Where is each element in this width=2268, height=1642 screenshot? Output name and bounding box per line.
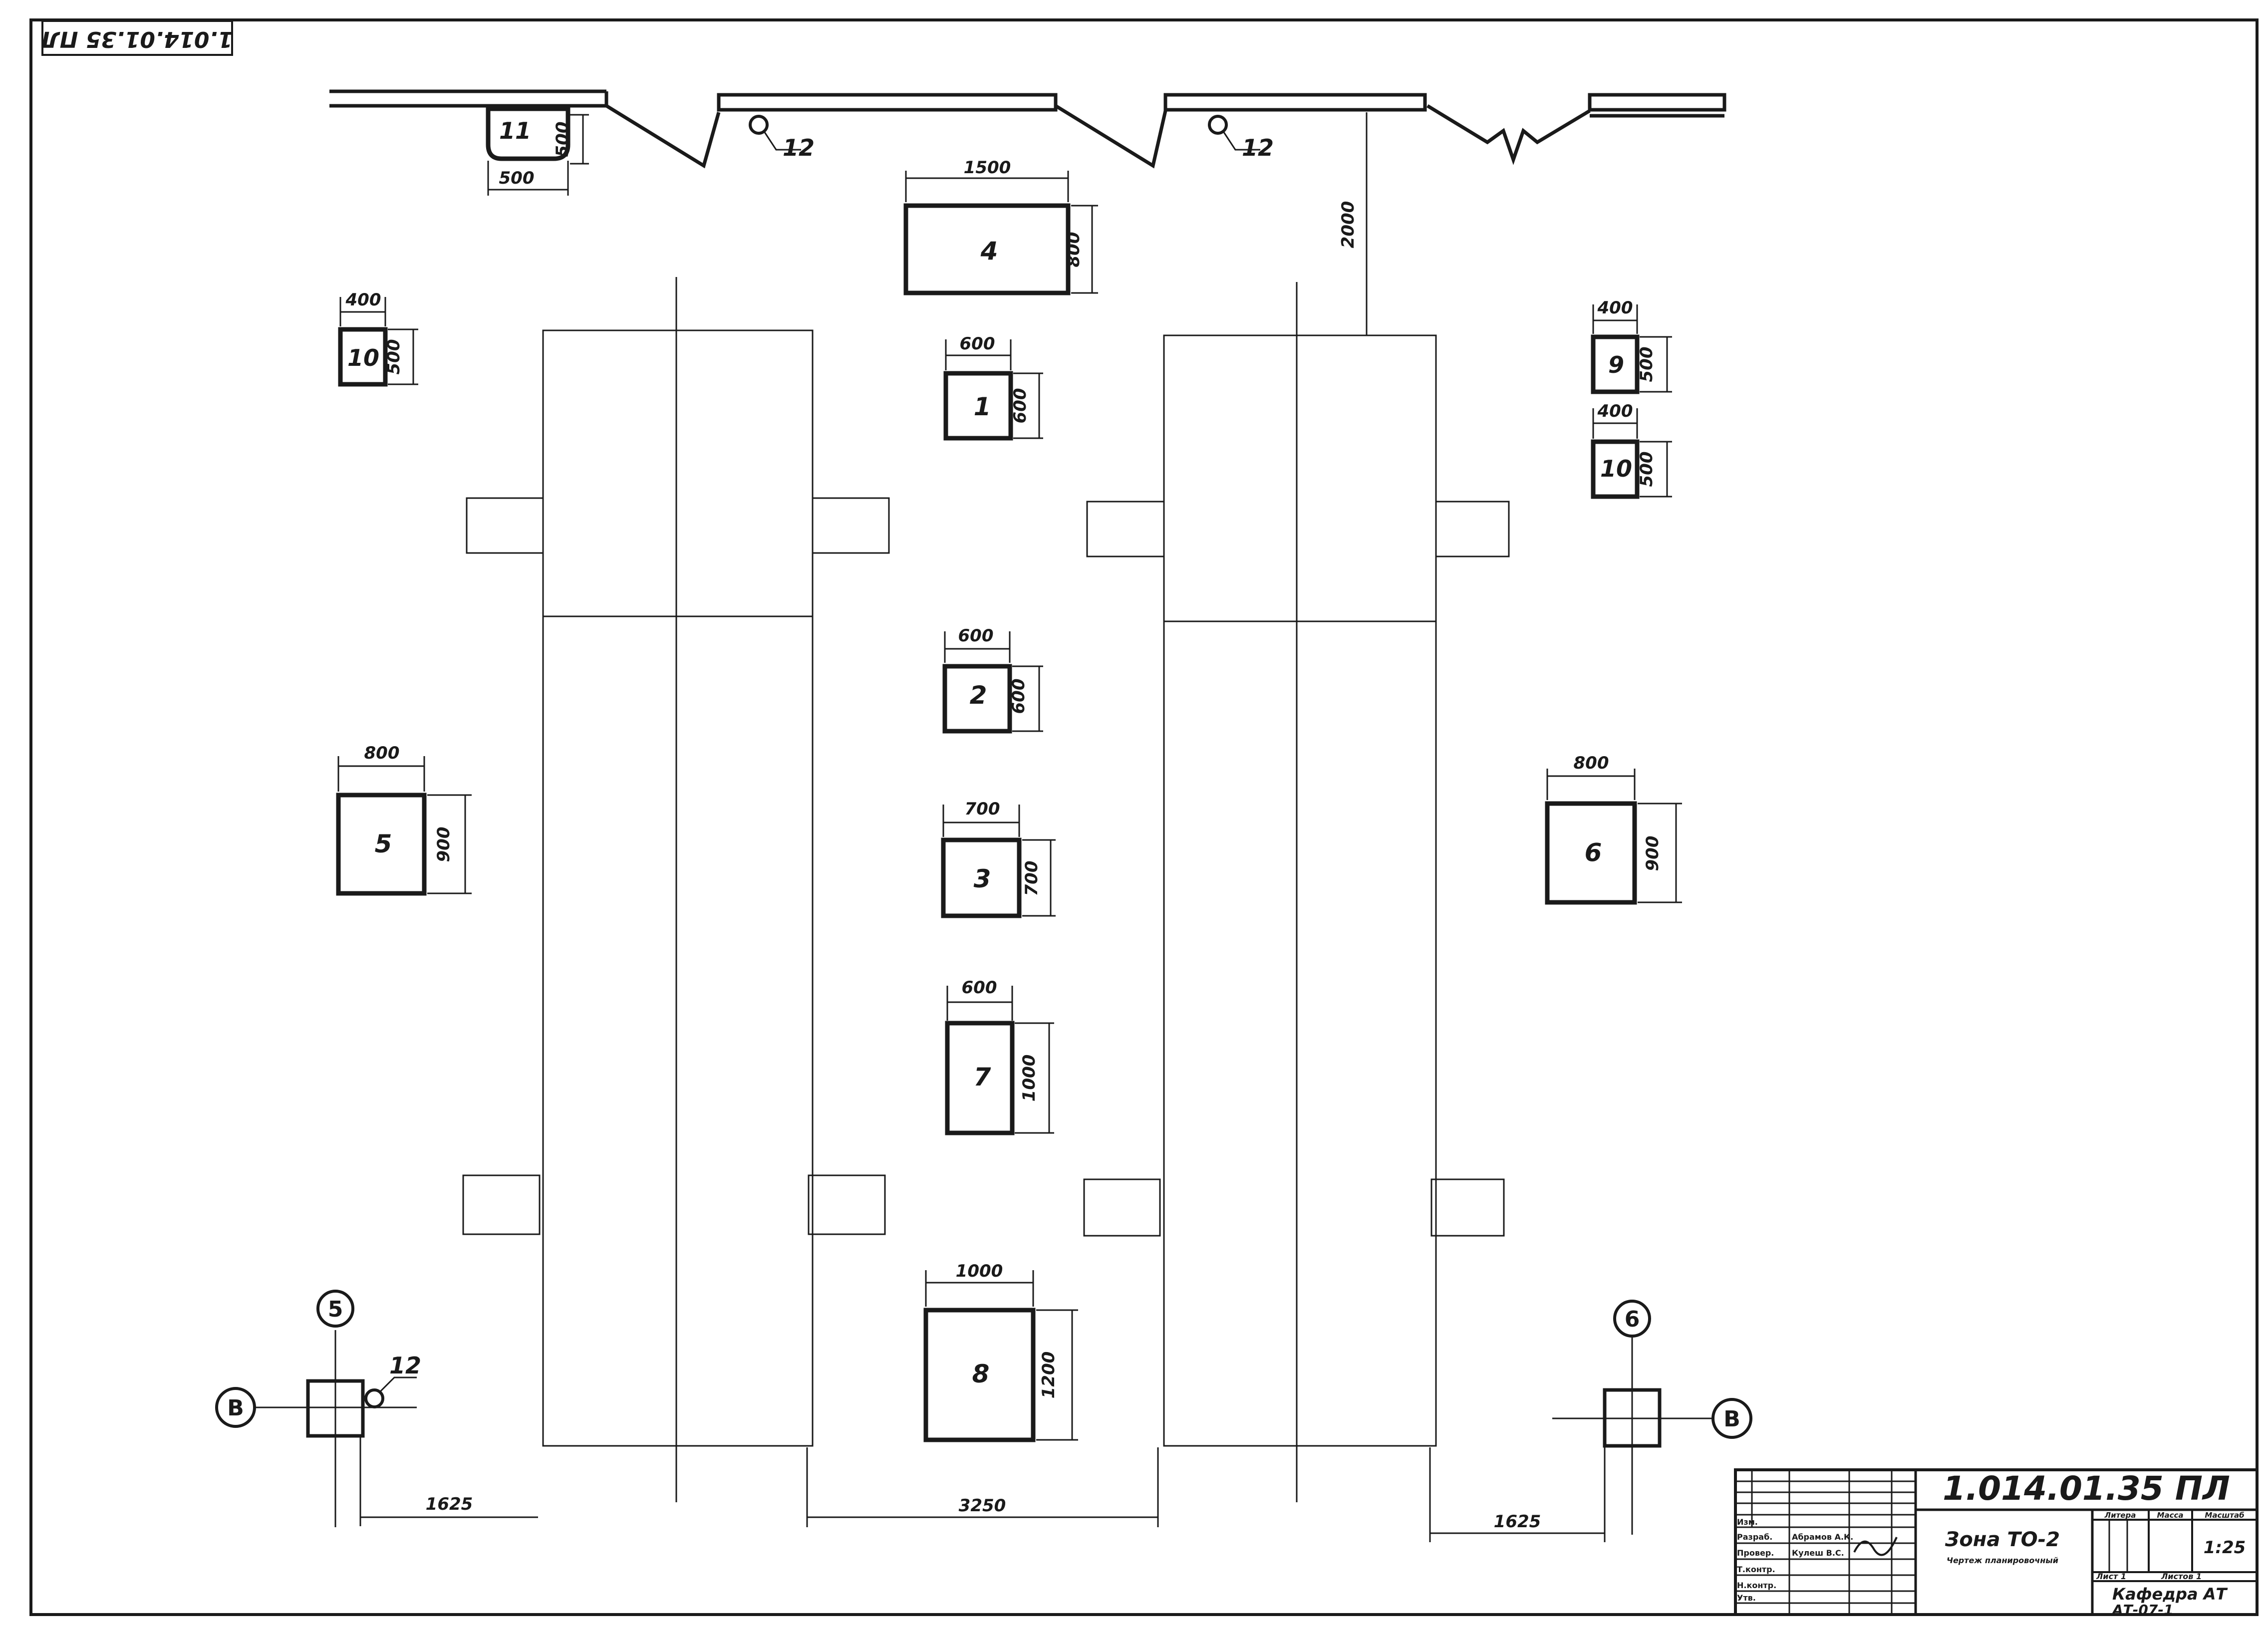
title-block-subtitle: Чертеж планировочный bbox=[1947, 1556, 2058, 1565]
title-block-col-scale: Масштаб bbox=[2205, 1511, 2244, 1520]
equipment-3: 3 700 700 bbox=[941, 799, 1056, 918]
equipment-7: 7 600 1000 bbox=[945, 978, 1054, 1135]
row-label-nkontr: Н.контр. bbox=[1737, 1581, 1776, 1590]
developer-name: Абрамов А.К. bbox=[1792, 1532, 1853, 1542]
equipment-9: 9 400 500 bbox=[1591, 298, 1672, 394]
equipment-8-width: 1000 bbox=[956, 1261, 1003, 1281]
title-block: Изм. Разраб. Провер. Т.контр. Н.контр. У… bbox=[1734, 1468, 2259, 1618]
equipment-11-height: 500 bbox=[553, 122, 572, 157]
dimension-right-offset-value: 1625 bbox=[1494, 1512, 1541, 1532]
equipment-8-number: 8 bbox=[972, 1360, 990, 1388]
row-label-utv: Утв. bbox=[1737, 1593, 1756, 1603]
column-left: 5 В 12 bbox=[215, 1290, 421, 1527]
axis-label-5: 5 bbox=[328, 1297, 343, 1322]
equipment-1-height: 600 bbox=[1010, 388, 1030, 424]
axis-label-row-left: В bbox=[227, 1395, 244, 1421]
service-post-right bbox=[1083, 282, 1510, 1502]
equipment-4: 4 1500 800 bbox=[903, 158, 1098, 295]
service-post-left bbox=[462, 277, 890, 1502]
equipment-10-right-number: 10 bbox=[1600, 455, 1632, 482]
title-block-group: АТ-07-1 bbox=[2111, 1602, 2173, 1618]
dimension-left-offset-value: 1625 bbox=[426, 1494, 473, 1514]
row-label-prover: Провер. bbox=[1737, 1548, 1774, 1558]
equipment-10-right-width: 400 bbox=[1597, 401, 1633, 421]
wall-item-12-left-number: 12 bbox=[783, 134, 815, 161]
title-block-left-rows: Изм. Разраб. Провер. Т.контр. Н.контр. У… bbox=[1737, 1517, 1853, 1603]
dimension-between-posts-value: 3250 bbox=[959, 1496, 1006, 1516]
equipment-10-left-height: 500 bbox=[384, 339, 404, 375]
equipment-10-left: 10 400 500 bbox=[338, 290, 418, 387]
equipment-7-width: 600 bbox=[962, 978, 997, 998]
title-block-org: Кафедра АТ bbox=[2112, 1585, 2228, 1604]
equipment-3-width: 700 bbox=[965, 799, 1000, 819]
title-block-scale: 1:25 bbox=[2204, 1538, 2246, 1558]
dimension-right-offset: 1625 bbox=[1429, 1447, 1606, 1542]
row-label-tkontr: Т.контр. bbox=[1737, 1565, 1775, 1574]
equipment-5-height: 900 bbox=[434, 827, 454, 862]
equipment-5-width: 800 bbox=[364, 743, 400, 763]
title-block-code: 1.014.01.35 ПЛ bbox=[1943, 1469, 2230, 1508]
axis-label-row-right: В bbox=[1723, 1406, 1740, 1432]
title-block-col-mass: Масса bbox=[2157, 1511, 2184, 1520]
equipment-11-width: 500 bbox=[499, 168, 535, 188]
equipment-2: 2 600 600 bbox=[942, 626, 1043, 734]
equipment-9-height: 500 bbox=[1637, 347, 1657, 382]
equipment-3-height: 700 bbox=[1022, 861, 1042, 896]
equipment-10-right: 10 400 500 bbox=[1591, 401, 1672, 499]
dimension-left-offset: 1625 bbox=[359, 1437, 538, 1526]
equipment-1: 1 600 600 bbox=[943, 334, 1043, 441]
title-block-col-litera: Литера bbox=[2104, 1511, 2136, 1520]
equipment-11-number: 11 bbox=[499, 117, 531, 144]
axis-label-6: 6 bbox=[1625, 1307, 1640, 1332]
row-label-razrab: Разраб. bbox=[1737, 1532, 1772, 1542]
equipment-4-width: 1500 bbox=[964, 158, 1011, 178]
equipment-7-height: 1000 bbox=[1019, 1055, 1039, 1102]
column-item-12-number: 12 bbox=[389, 1352, 421, 1379]
equipment-1-number: 1 bbox=[974, 392, 991, 421]
equipment-2-height: 600 bbox=[1009, 679, 1029, 714]
equipment-4-number: 4 bbox=[980, 237, 998, 266]
equipment-10-right-height: 500 bbox=[1637, 452, 1657, 487]
equipment-5: 5 800 900 bbox=[336, 743, 472, 896]
equipment-10-left-width: 400 bbox=[345, 290, 381, 310]
equipment-6-height: 900 bbox=[1643, 836, 1663, 871]
checker-name: Кулеш В.С. bbox=[1792, 1548, 1844, 1558]
equipment-2-width: 600 bbox=[958, 626, 994, 646]
wall-item-12-right: 12 bbox=[1208, 115, 1274, 161]
dimension-gate-to-post: 2000 bbox=[1338, 112, 1368, 335]
equipment-10-left-number: 10 bbox=[347, 344, 379, 371]
row-label-izm: Изм. bbox=[1737, 1517, 1758, 1527]
title-block-sheet: Лист 1 bbox=[2096, 1572, 2126, 1581]
rotated-stamp-code: 1.014.01.35 ПЛ bbox=[41, 26, 233, 52]
dimension-gate-to-post-value: 2000 bbox=[1338, 201, 1358, 249]
equipment-8-height: 1200 bbox=[1039, 1352, 1059, 1399]
equipment-6-number: 6 bbox=[1585, 838, 1602, 867]
equipment-9-number: 9 bbox=[1608, 351, 1624, 378]
equipment-11-dim-width bbox=[487, 161, 569, 196]
equipment-11: 11 500 500 bbox=[486, 106, 589, 196]
title-block-sheets: Листов 1 bbox=[2161, 1572, 2202, 1581]
equipment-7-number: 7 bbox=[974, 1063, 991, 1092]
wall-item-12-right-number: 12 bbox=[1242, 134, 1274, 161]
equipment-6-width: 800 bbox=[1574, 753, 1609, 773]
equipment-1-width: 600 bbox=[960, 334, 995, 354]
equipment-6: 6 800 900 bbox=[1545, 753, 1682, 905]
column-right: 6 В bbox=[1552, 1300, 1752, 1535]
equipment-8: 8 1000 1200 bbox=[923, 1261, 1078, 1442]
title-block-name: Зона ТО-2 bbox=[1945, 1528, 2060, 1551]
equipment-11-dim-height bbox=[570, 114, 589, 165]
building-wall bbox=[329, 89, 1726, 169]
equipment-9-width: 400 bbox=[1597, 298, 1633, 318]
drawing-frame: 1.014.01.35 ПЛ bbox=[29, 18, 2259, 1616]
wall-item-12-left: 12 bbox=[749, 115, 815, 161]
equipment-3-number: 3 bbox=[974, 864, 991, 893]
equipment-5-number: 5 bbox=[375, 829, 392, 858]
equipment-2-number: 2 bbox=[970, 681, 987, 710]
dimension-between-posts: 3250 bbox=[806, 1447, 1159, 1527]
equipment-4-height: 800 bbox=[1064, 232, 1084, 268]
